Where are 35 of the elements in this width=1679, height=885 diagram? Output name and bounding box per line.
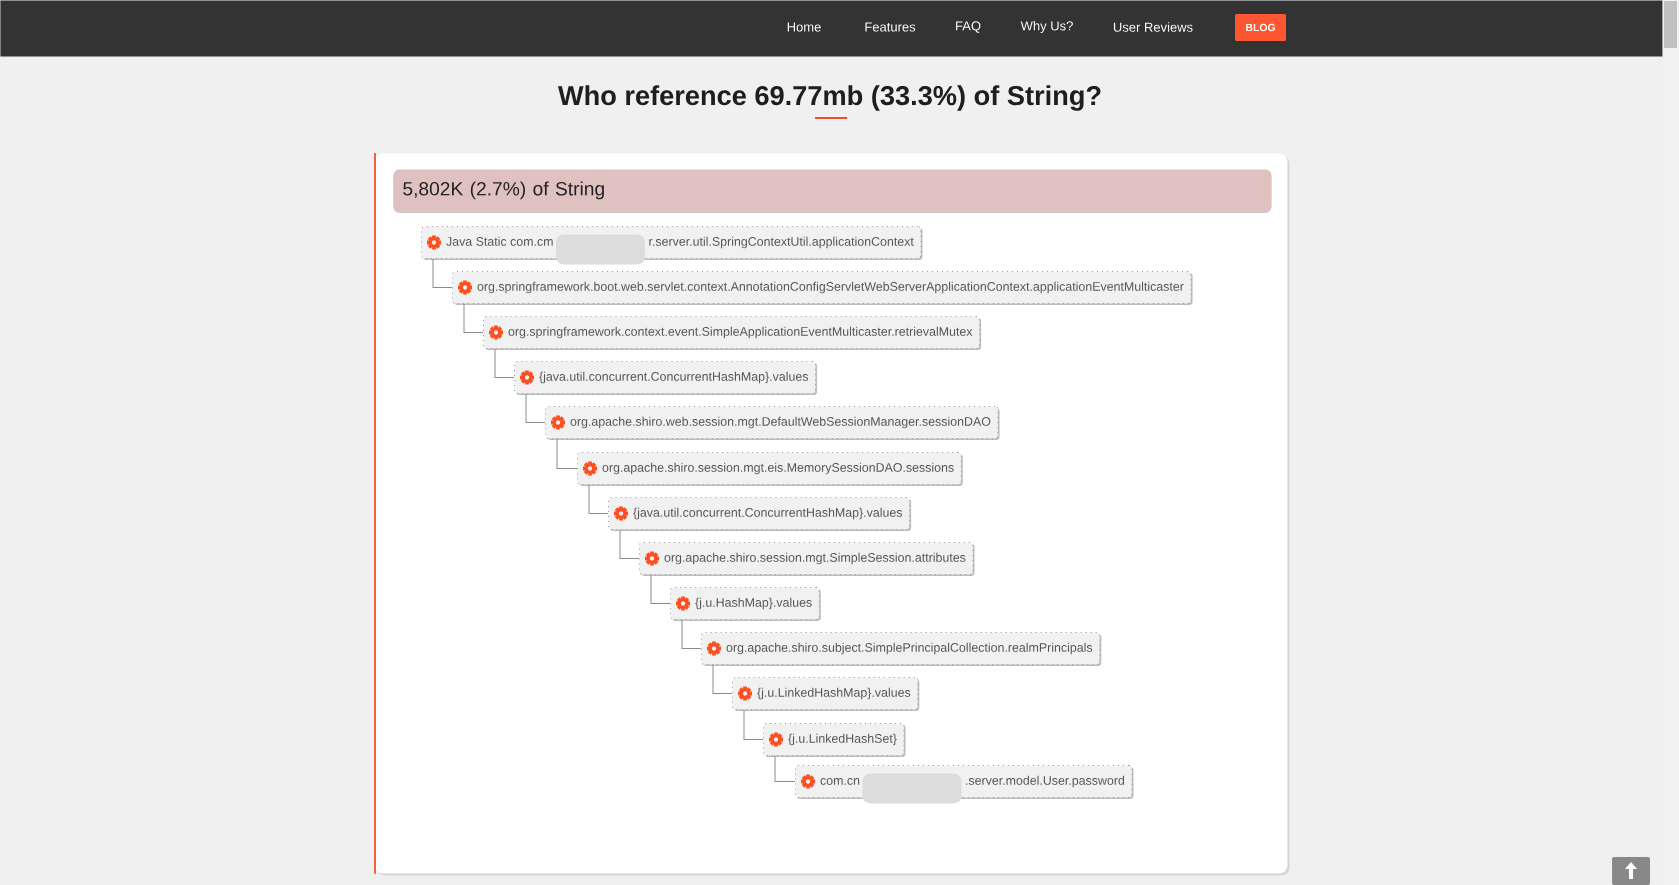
- reference-box: org.apache.shiro.session.mgt.SimpleSession.attributes: [639, 542, 975, 577]
- reference-box: org.apache.shiro.web.session.mgt.DefaultWebSessionManager.sessionDAO: [545, 406, 1000, 441]
- connector-line: [774, 755, 796, 782]
- section-header-band: 5,802K (2.7%) of String: [393, 169, 1272, 213]
- node-label: .server.model.User.password: [966, 775, 1125, 788]
- connector-line: [494, 348, 515, 378]
- reference-box: org.springframework.context.event.SimpleApplicationEventMulticaster.retrievalMutex: [483, 316, 982, 351]
- connector-line: [743, 709, 764, 740]
- node-label: com.cn: [820, 778, 860, 785]
- connector-line: [432, 258, 453, 288]
- node-label: r.server.util.SpringContextUtil.applicationContext: [649, 236, 914, 249]
- reference-box: org.springframework.boot.web.servlet.context.AnnotationConfigServletWebServerApplicationContext.applicationEventMulticaster: [452, 271, 1193, 306]
- nav-link: Home: [787, 22, 821, 32]
- node-label: Java Static com.cm: [446, 236, 553, 246]
- blog-button: BLOG: [1235, 14, 1286, 41]
- connector-line: [556, 438, 578, 469]
- connector-line: [525, 393, 546, 423]
- reference-box: {j.u.LinkedHashMap}.values: [732, 677, 920, 712]
- connector-line: [650, 574, 671, 604]
- reference-box: {j.u.HashMap}.values: [670, 587, 821, 622]
- reference-box: org.apache.shiro.subject.SimplePrincipalCollection.realmPrincipals: [701, 632, 1102, 667]
- page-title: Who reference 69.77mb (33.3%) of String?: [558, 85, 1101, 111]
- connector-line: [588, 484, 609, 514]
- nav-link: Features: [865, 22, 916, 32]
- nav-link: User Reviews: [1113, 22, 1193, 32]
- reference-box: {java.util.concurrent.ConcurrentHashMap}.values: [514, 361, 818, 396]
- nav-link: FAQ: [956, 21, 981, 33]
- reference-box: {java.util.concurrent.ConcurrentHashMap}.values: [608, 497, 912, 532]
- connector-line: [681, 619, 702, 649]
- connector-line: [712, 664, 733, 694]
- reference-box: {j.u.LinkedHashSet}: [763, 723, 906, 758]
- nav-link: Why Us?: [1020, 20, 1073, 34]
- reference-box: org.apache.shiro.session.mgt.eis.MemorySessionDAO.sessions: [577, 452, 963, 487]
- connector-line: [619, 529, 640, 559]
- connector-line: [463, 303, 484, 333]
